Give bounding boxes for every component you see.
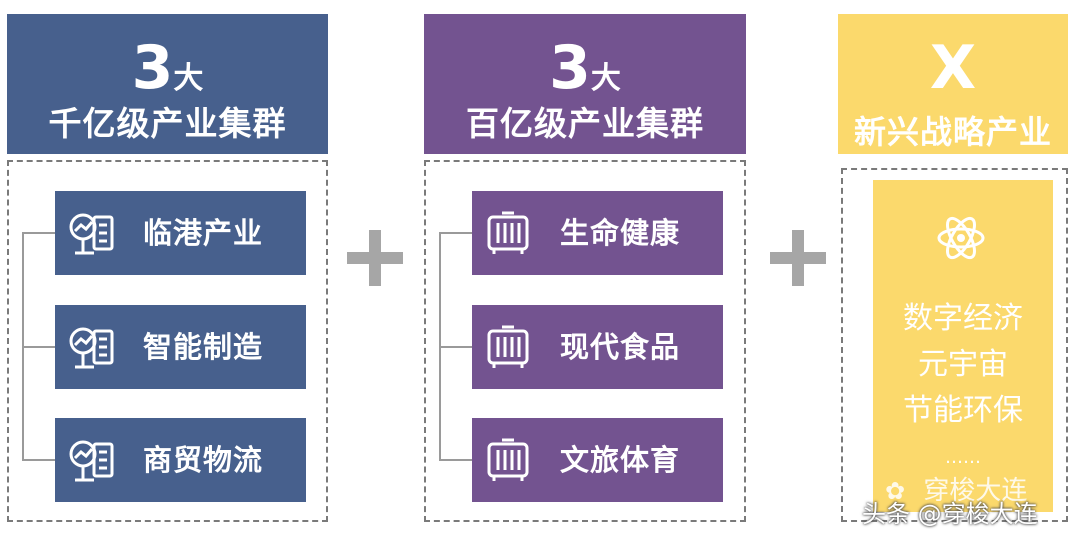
connector-line bbox=[439, 459, 472, 461]
emerging-item: 元宇宙 bbox=[918, 347, 1008, 382]
building-icon bbox=[487, 325, 529, 368]
industry-label: 临港产业 bbox=[143, 216, 264, 250]
industry-item: 生命健康 bbox=[472, 191, 723, 275]
header-number: 3 bbox=[131, 33, 174, 103]
industry-label: 商贸物流 bbox=[143, 443, 264, 477]
group-frame-hundred-billion bbox=[424, 160, 746, 522]
header-subtitle: 千亿级产业集群 bbox=[48, 104, 287, 143]
growth-chart-icon bbox=[69, 440, 114, 482]
industry-item: 现代食品 bbox=[472, 305, 723, 389]
connector-line bbox=[22, 459, 55, 461]
group-frame-thousand-billion bbox=[7, 160, 328, 522]
industry-item: 临港产业 bbox=[55, 191, 306, 275]
header-suffix: 大 bbox=[173, 61, 204, 96]
building-icon bbox=[487, 211, 529, 254]
emerging-item: 数字经济 bbox=[903, 301, 1023, 336]
ellipsis: …… bbox=[945, 447, 981, 468]
industry-label: 文旅体育 bbox=[560, 443, 681, 477]
connector-line bbox=[22, 346, 55, 348]
emerging-industries-panel: 数字经济 元宇宙 节能环保 …… bbox=[873, 180, 1053, 512]
connector-line bbox=[439, 346, 472, 348]
growth-chart-icon bbox=[69, 213, 114, 255]
header-thousand-billion: 3大 千亿级产业集群 bbox=[7, 14, 328, 154]
watermark-wechat: ✿ 穿梭大连 bbox=[885, 470, 1027, 507]
industry-label: 智能制造 bbox=[143, 330, 264, 364]
header-subtitle: 百亿级产业集群 bbox=[466, 104, 704, 143]
industry-item: 商贸物流 bbox=[55, 418, 306, 502]
header-emerging: X 新兴战略产业 bbox=[838, 14, 1068, 154]
industry-item: 文旅体育 bbox=[472, 418, 723, 502]
header-hundred-billion: 3大 百亿级产业集群 bbox=[424, 14, 746, 154]
plus-icon bbox=[770, 230, 826, 286]
connector-line bbox=[22, 232, 55, 234]
plus-icon bbox=[347, 230, 403, 286]
industry-label: 生命健康 bbox=[560, 216, 681, 250]
watermark-caption: 头条 @穿梭大连 bbox=[862, 500, 1038, 528]
header-number: 3 bbox=[549, 33, 591, 103]
connector-line bbox=[439, 232, 472, 234]
building-icon bbox=[487, 438, 529, 481]
growth-chart-icon bbox=[69, 327, 114, 369]
emerging-item: 节能环保 bbox=[903, 393, 1023, 428]
wechat-icon: ✿ bbox=[885, 477, 906, 505]
watermark-source: 穿梭大连 bbox=[923, 476, 1028, 506]
industry-item: 智能制造 bbox=[55, 305, 306, 389]
header-suffix: 大 bbox=[590, 61, 621, 96]
industry-label: 现代食品 bbox=[560, 330, 681, 364]
group-frame-emerging bbox=[841, 168, 1068, 522]
header-subtitle: 新兴战略产业 bbox=[853, 113, 1052, 151]
header-number: X bbox=[929, 33, 977, 103]
atom-icon bbox=[937, 216, 985, 260]
